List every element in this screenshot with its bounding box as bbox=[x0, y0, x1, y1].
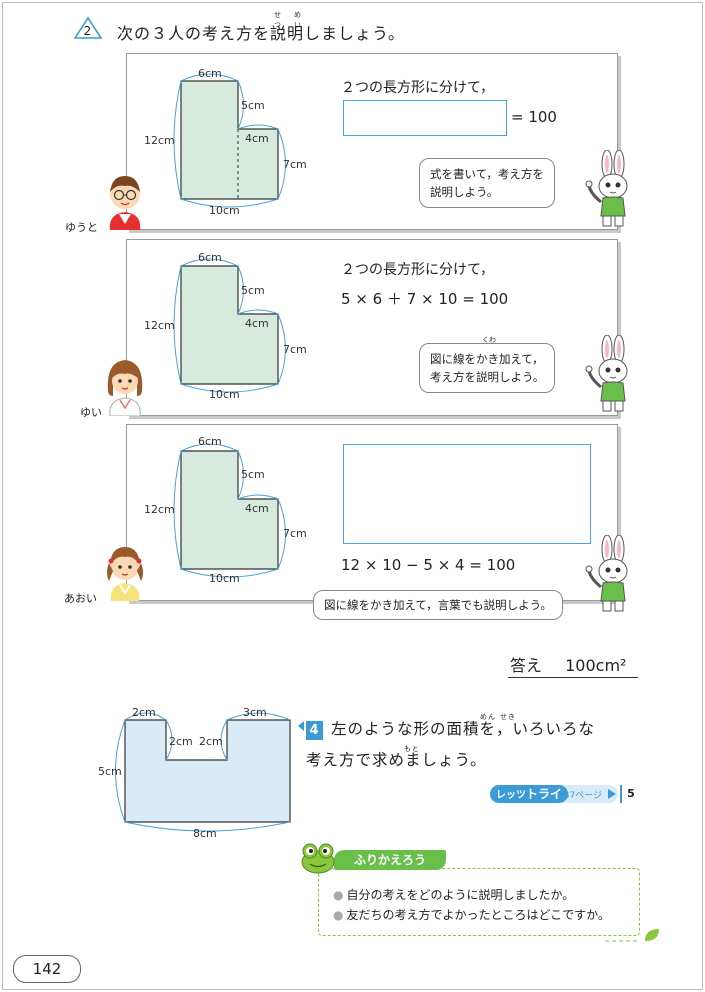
rabbit-mascot-icon bbox=[585, 335, 628, 412]
pointer-triangle-icon bbox=[298, 721, 304, 731]
child-name-yui: ゆい bbox=[80, 406, 102, 419]
lets-try-page: 237ページ bbox=[558, 791, 602, 801]
l-shape-figure-2: 6cm 12cm 5cm 4cm 7cm 10cm bbox=[144, 251, 307, 401]
label-5cm: 5cm bbox=[241, 284, 265, 297]
panel-yui: 6cm 12cm 5cm 4cm 7cm 10cm ２つの長方形に分けて， 5 … bbox=[126, 239, 618, 416]
question-2-text: 次の３人の考え方を説明しましょう。 bbox=[117, 24, 406, 43]
label-2cm-top: 2cm bbox=[132, 706, 156, 719]
u-shape-figure: 2cm 3cm 2cm 2cm 5cm 8cm bbox=[98, 706, 291, 840]
label-4cm: 4cm bbox=[245, 317, 269, 330]
label-7cm: 7cm bbox=[283, 527, 307, 540]
boy-yuto-avatar-icon bbox=[109, 176, 141, 230]
label-2cm-notch: 2cm bbox=[199, 735, 223, 748]
label-5cm-left: 5cm bbox=[98, 765, 122, 778]
question-4-line2: 考え方で求めましょう。 bbox=[306, 751, 487, 769]
panel-yuto: 6cm 12cm 5cm 4cm 7cm 10cm ２つの長方形に分けて， = … bbox=[126, 53, 618, 230]
answer-line: 答え 100cm² bbox=[510, 652, 626, 676]
lets-try-label-a: レッツ bbox=[496, 790, 526, 801]
lets-try-link[interactable]: レッツトライ 237ページ 5 bbox=[490, 785, 638, 803]
child-name-yuto: ゆうと bbox=[65, 221, 98, 234]
label-4cm: 4cm bbox=[245, 132, 269, 145]
label-4cm: 4cm bbox=[245, 502, 269, 515]
label-5cm: 5cm bbox=[241, 468, 265, 481]
ruby-seki: せき bbox=[500, 713, 516, 721]
rabbit-mascot-icon bbox=[585, 535, 628, 612]
girl-aoi-avatar-icon bbox=[107, 547, 143, 601]
label-10cm: 10cm bbox=[209, 572, 240, 585]
panel2-formula: 5 × 6 ＋ 7 × 10 = 100 bbox=[341, 290, 509, 308]
ruby-men: めん bbox=[480, 713, 496, 721]
panel1-line1: ２つの長方形に分けて， bbox=[341, 80, 495, 96]
label-6cm: 6cm bbox=[198, 251, 222, 264]
label-6cm: 6cm bbox=[198, 67, 222, 80]
girl-yui-avatar-icon bbox=[107, 360, 143, 416]
answer-value: 100cm² bbox=[565, 656, 627, 675]
label-7cm: 7cm bbox=[283, 158, 307, 171]
label-12cm: 12cm bbox=[144, 319, 175, 332]
l-shape-figure-1: 6cm 12cm 5cm 4cm 7cm 10cm bbox=[144, 67, 307, 217]
review-item: 友だちの考え方でよかったところはどこですか。 bbox=[333, 905, 609, 925]
review-box: 自分の考えをどのように説明しましたか。 友だちの考え方でよかったところはどこです… bbox=[318, 868, 640, 936]
answer-underline bbox=[508, 677, 638, 678]
label-5cm: 5cm bbox=[241, 99, 265, 112]
bubble-line: 説明しよう。 bbox=[430, 185, 499, 199]
lets-try-label: レッツトライ bbox=[490, 785, 569, 803]
question-4-line1: 左のような形の面積を，いろいろな bbox=[331, 720, 596, 738]
panel1-hint-bubble: 式を書いて，考え方を 説明しよう。 bbox=[419, 158, 555, 208]
review-title: ふりかえろう bbox=[334, 850, 446, 870]
ruby-setsu: せつ bbox=[274, 11, 282, 29]
label-7cm: 7cm bbox=[283, 343, 307, 356]
panel1-equals: = 100 bbox=[511, 108, 557, 126]
panel2-line1: ２つの長方形に分けて， bbox=[341, 262, 495, 278]
question-2-number: 2 bbox=[84, 24, 93, 38]
panel1-formula-input[interactable] bbox=[343, 100, 507, 136]
question-4-number: 4 bbox=[306, 721, 323, 740]
panel2-hint-bubble: 図に線をかき加えて， 考え方を説明しよう。 bbox=[419, 343, 556, 393]
l-shape-figure-3: 6cm 12cm 5cm 4cm 7cm 10cm bbox=[144, 435, 307, 585]
bubble-line: 図に線をかき加えて， bbox=[430, 352, 544, 366]
answer-label: 答え bbox=[510, 656, 543, 675]
panel3-hint-bubble: 図に線をかき加えて，言葉でも説明しよう。 bbox=[313, 590, 563, 620]
question-number-triangle-icon: 2 bbox=[73, 16, 103, 39]
label-2cm-notch: 2cm bbox=[169, 735, 193, 748]
panel3-formula: 12 × 10 − 5 × 4 = 100 bbox=[341, 556, 516, 574]
child-name-aoi: あおい bbox=[64, 592, 97, 605]
arrow-right-icon bbox=[608, 789, 616, 799]
label-3cm-top: 3cm bbox=[243, 706, 267, 719]
panel-aoi: 6cm 12cm 5cm 4cm 7cm 10cm 12 × 10 − 5 × … bbox=[126, 424, 618, 601]
label-12cm: 12cm bbox=[144, 503, 175, 516]
ruby-mei: めい bbox=[294, 11, 302, 29]
label-6cm: 6cm bbox=[198, 435, 222, 448]
lets-try-number: 5 bbox=[620, 785, 640, 803]
question-4: めん せき もと 4 左のような形の面積を，いろいろな 考え方で求めましょう。 bbox=[298, 713, 596, 776]
frog-icon bbox=[301, 843, 335, 874]
label-10cm: 10cm bbox=[209, 388, 240, 401]
review-item: 自分の考えをどのように説明しましたか。 bbox=[333, 885, 610, 905]
lets-try-label-b: トライ bbox=[526, 787, 563, 801]
page-number: 142 bbox=[13, 955, 81, 983]
bubble-line: 考え方を説明しよう。 bbox=[430, 370, 545, 384]
ruby-kuwa: くわ bbox=[482, 336, 496, 344]
panel3-drawing-box[interactable] bbox=[343, 444, 591, 544]
label-10cm: 10cm bbox=[209, 204, 240, 217]
ruby-moto: もと bbox=[404, 745, 420, 753]
review-list: 自分の考えをどのように説明しましたか。 友だちの考え方でよかったところはどこです… bbox=[333, 885, 610, 925]
label-8cm-bottom: 8cm bbox=[193, 827, 217, 840]
leaf-decoration-icon bbox=[605, 929, 659, 942]
rabbit-mascot-icon bbox=[585, 150, 628, 227]
label-12cm: 12cm bbox=[144, 134, 175, 147]
bubble-line: 式を書いて，考え方を bbox=[430, 167, 544, 181]
